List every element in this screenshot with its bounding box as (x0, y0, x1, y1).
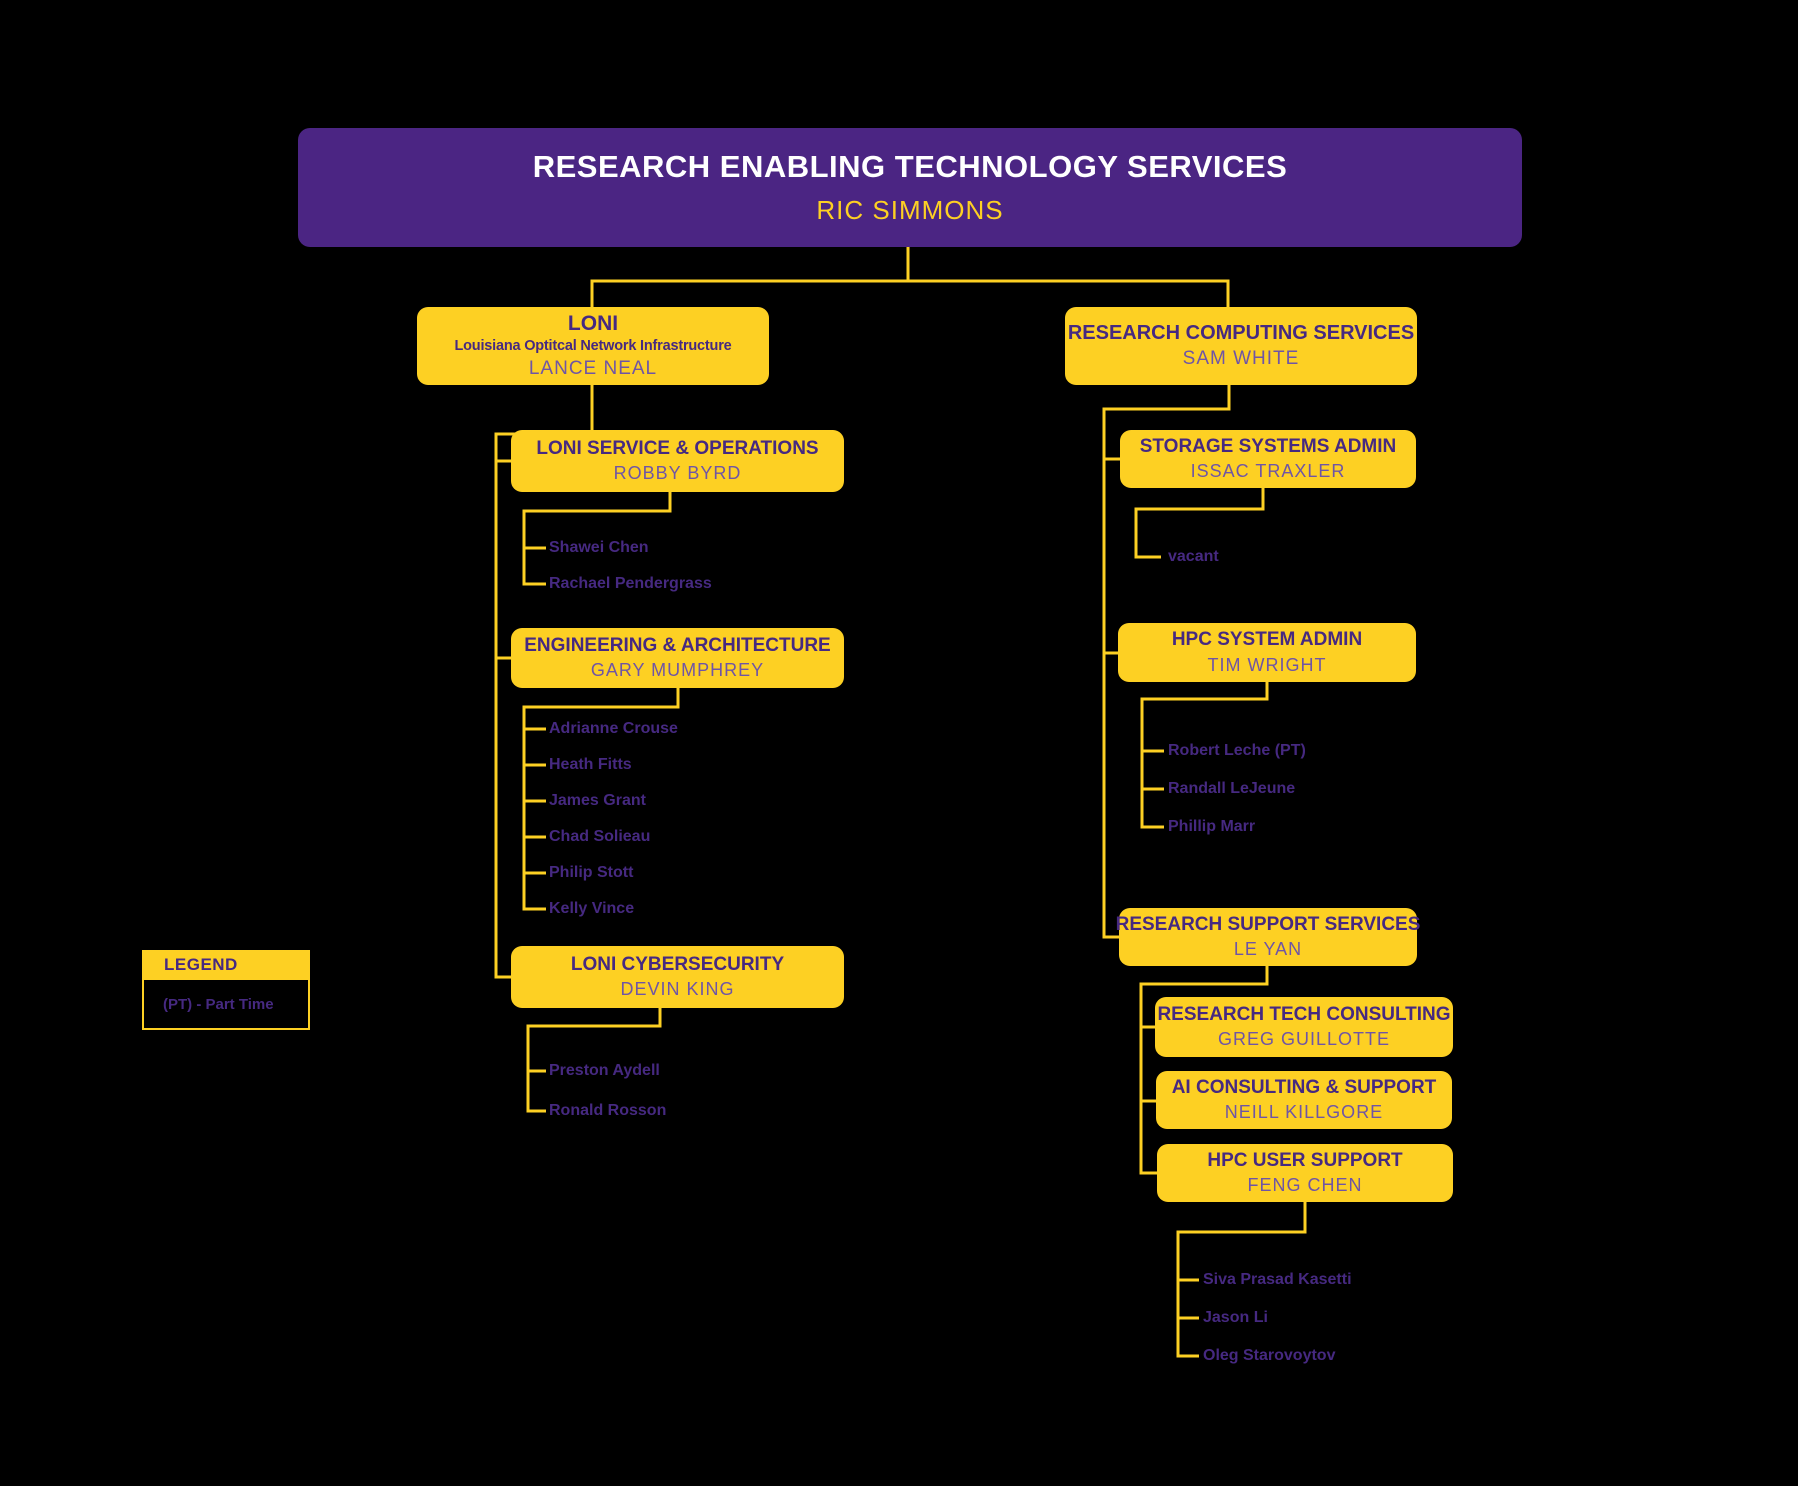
org-node-root: RESEARCH ENABLING TECHNOLOGY SERVICES RI… (298, 128, 1522, 247)
staff-list-hpc-user-support: Siva Prasad Kasetti Jason Li Oleg Starov… (1203, 1269, 1352, 1367)
node-person: LANCE NEAL (528, 358, 658, 380)
node-person: ROBBY BYRD (613, 463, 742, 484)
node-person: NEILL KILLGORE (1224, 1102, 1384, 1123)
staff-name: Preston Aydell (549, 1062, 660, 1079)
node-title: STORAGE SYSTEMS ADMIN (1139, 435, 1397, 457)
node-person: LE YAN (1233, 939, 1303, 960)
node-title: AI CONSULTING & SUPPORT (1171, 1076, 1437, 1098)
connector-cyber-staff (526, 1008, 662, 1113)
staff-name: Kelly Vince (549, 900, 635, 917)
org-node-hpc-user-support: HPC USER SUPPORT FENG CHEN (1157, 1144, 1453, 1202)
node-title: RESEARCH TECH CONSULTING (1157, 1003, 1451, 1025)
legend-body: (PT) - Part Time (142, 980, 310, 1030)
staff-name: Jason Li (1203, 1309, 1268, 1326)
staff-name: Shawei Chen (549, 539, 649, 556)
org-node-storage-systems-admin: STORAGE SYSTEMS ADMIN ISSAC TRAXLER (1120, 430, 1416, 488)
node-person: GARY MUMPHREY (590, 660, 765, 681)
node-title: LONI CYBERSECURITY (570, 953, 785, 975)
staff-list-hpc-system-admin: Robert Leche (PT) Randall LeJeune Philli… (1168, 740, 1306, 838)
staff-list-loni-cybersecurity: Preston Aydell Ronald Rosson (549, 1060, 666, 1122)
connector-eng-staff (522, 688, 680, 911)
node-person: ISSAC TRAXLER (1190, 461, 1346, 482)
staff-name: James Grant (549, 792, 646, 809)
staff-name: Chad Solieau (549, 828, 651, 845)
connector-rcs-spine (1102, 385, 1231, 939)
org-node-engineering-architecture: ENGINEERING & ARCHITECTURE GARY MUMPHREY (511, 628, 844, 688)
legend-title: LEGEND (164, 955, 238, 974)
legend-item: (PT) - Part Time (163, 995, 274, 1013)
node-person: TIM WRIGHT (1207, 654, 1327, 675)
staff-name: Oleg Starovoytov (1203, 1347, 1336, 1364)
staff-name: Rachael Pendergrass (549, 575, 712, 592)
connector-hpc-admin-staff (1140, 682, 1269, 829)
node-title: HPC SYSTEM ADMIN (1171, 629, 1363, 650)
node-title: LONI (567, 312, 619, 336)
connector-storage-staff (1134, 488, 1265, 559)
node-person: GREG GUILLOTTE (1217, 1029, 1391, 1050)
staff-name: Robert Leche (PT) (1168, 742, 1306, 759)
staff-name: Ronald Rosson (549, 1102, 667, 1119)
staff-name: Adrianne Crouse (549, 720, 678, 737)
legend-header: LEGEND (142, 950, 310, 980)
node-person: SAM WHITE (1182, 348, 1300, 370)
org-node-research-support-services: RESEARCH SUPPORT SERVICES LE YAN (1116, 908, 1420, 966)
connector-hpc-user-staff (1176, 1202, 1307, 1358)
connector-ops-staff (522, 492, 672, 586)
node-title: RESEARCH ENABLING TECHNOLOGY SERVICES (532, 148, 1288, 184)
node-title: LONI SERVICE & OPERATIONS (536, 437, 819, 459)
staff-name: Philip Stott (549, 864, 634, 881)
staff-name: vacant (1168, 548, 1219, 565)
legend: LEGEND (PT) - Part Time (142, 950, 310, 1030)
staff-name: Siva Prasad Kasetti (1203, 1271, 1352, 1288)
staff-list-engineering-architecture: Adrianne Crouse Heath Fitts James Grant … (549, 718, 678, 920)
node-title: ENGINEERING & ARCHITECTURE (524, 634, 831, 656)
org-node-loni: LONI Louisiana Optitcal Network Infrastr… (417, 307, 769, 385)
org-node-research-tech-consulting: RESEARCH TECH CONSULTING GREG GUILLOTTE (1155, 997, 1453, 1057)
org-node-loni-service-operations: LONI SERVICE & OPERATIONS ROBBY BYRD (511, 430, 844, 492)
org-node-loni-cybersecurity: LONI CYBERSECURITY DEVIN KING (511, 946, 844, 1008)
staff-list-loni-service-operations: Shawei Chen Rachael Pendergrass (549, 537, 712, 595)
node-person: DEVIN KING (620, 979, 735, 1000)
staff-name: Heath Fitts (549, 756, 632, 773)
node-subtitle: Louisiana Optitcal Network Infrastructur… (454, 338, 732, 355)
staff-name: Randall LeJeune (1168, 780, 1296, 797)
staff-name: Phillip Marr (1168, 818, 1256, 835)
node-title: RESEARCH SUPPORT SERVICES (1115, 913, 1421, 935)
node-person: FENG CHEN (1247, 1175, 1363, 1196)
org-node-hpc-system-admin: HPC SYSTEM ADMIN TIM WRIGHT (1118, 623, 1416, 682)
node-title: HPC USER SUPPORT (1207, 1149, 1403, 1171)
connector-root-branches (590, 279, 1230, 307)
connector-loni-spine (494, 385, 594, 979)
connector-rss-subdepts (1139, 966, 1269, 1175)
node-title: RESEARCH COMPUTING SERVICES (1067, 322, 1415, 345)
org-node-ai-consulting-support: AI CONSULTING & SUPPORT NEILL KILLGORE (1156, 1071, 1452, 1129)
org-node-research-computing-services: RESEARCH COMPUTING SERVICES SAM WHITE (1065, 307, 1417, 385)
node-person: RIC SIMMONS (816, 195, 1004, 226)
staff-list-storage-systems-admin: vacant (1168, 546, 1219, 568)
